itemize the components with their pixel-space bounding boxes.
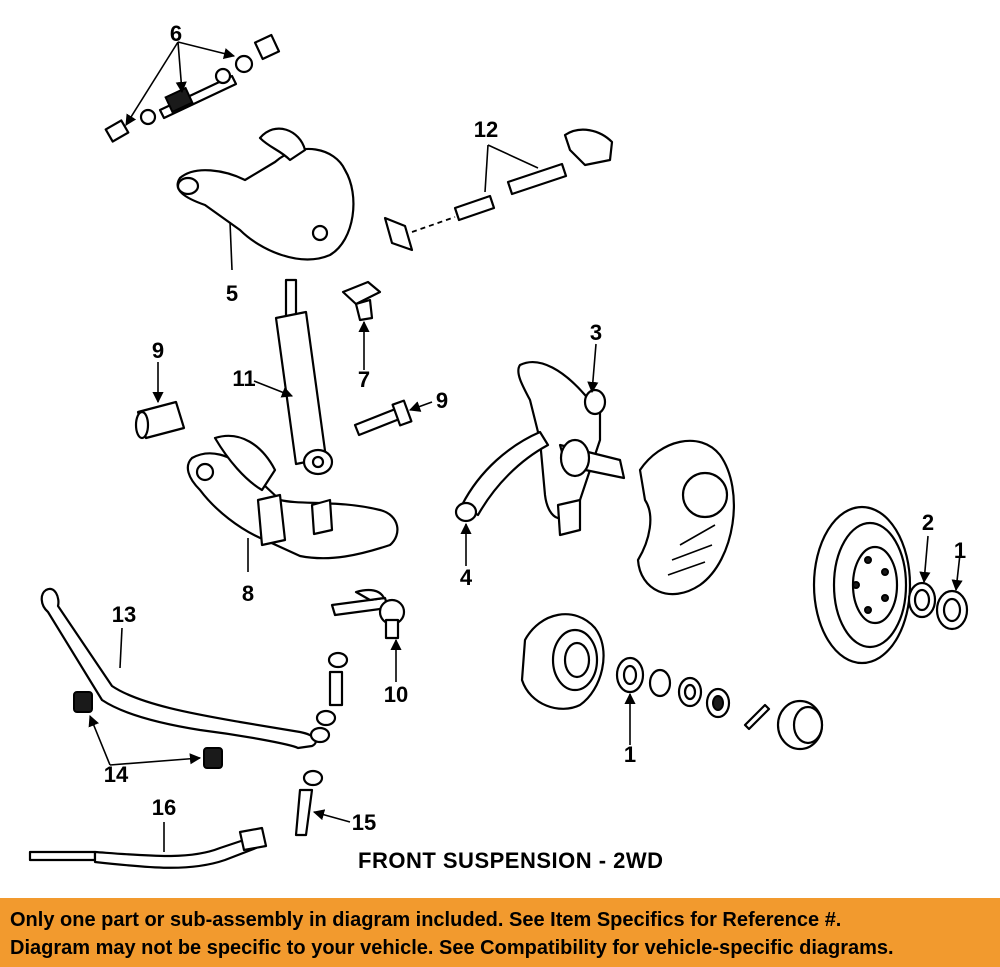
nut-lock-part bbox=[705, 687, 731, 719]
dust-shield-part bbox=[636, 439, 735, 596]
callout-10: 10 bbox=[383, 682, 409, 707]
disclaimer-banner: Only one part or sub-assembly in diagram… bbox=[0, 898, 1000, 967]
steering-knuckle-part bbox=[517, 360, 626, 537]
stabilizer-bushing-part bbox=[73, 691, 223, 769]
callout-12: 12 bbox=[473, 117, 499, 142]
callout-5: 5 bbox=[225, 281, 239, 306]
diagram-title: FRONT SUSPENSION - 2WD bbox=[358, 848, 664, 873]
inner-bearing-part bbox=[615, 656, 645, 694]
callout-16: 16 bbox=[151, 795, 177, 820]
callout-leaders bbox=[125, 41, 963, 823]
callout-1-inner: 1 bbox=[623, 742, 637, 767]
steering-arm-part bbox=[454, 430, 550, 523]
callout-7: 7 bbox=[357, 367, 371, 392]
tension-rod-part bbox=[28, 822, 268, 869]
strut-rod-part bbox=[383, 128, 614, 252]
nut-part bbox=[677, 676, 703, 708]
callout-8: 8 bbox=[241, 581, 255, 606]
lower-arm-bolt-part bbox=[353, 399, 413, 437]
callout-4: 4 bbox=[459, 565, 473, 590]
outer-bearing-part bbox=[935, 589, 969, 631]
hub-part bbox=[520, 613, 605, 710]
parts-diagram bbox=[28, 33, 969, 869]
cotter-pin-part bbox=[743, 703, 771, 731]
disclaimer-line-2: Diagram may not be specific to your vehi… bbox=[10, 937, 894, 959]
callout-9-bolt: 9 bbox=[435, 388, 449, 413]
brake-rotor-part bbox=[812, 505, 912, 665]
callout-1-outer: 1 bbox=[953, 538, 967, 563]
tie-rod-end-part bbox=[330, 588, 406, 640]
shock-absorber-part bbox=[274, 278, 334, 476]
upper-control-arm-part bbox=[176, 127, 355, 271]
callout-11: 11 bbox=[232, 366, 256, 391]
upper-ball-joint-part bbox=[341, 280, 382, 322]
callout-15: 15 bbox=[351, 810, 377, 835]
callout-2: 2 bbox=[921, 510, 935, 535]
callout-13: 13 bbox=[111, 602, 137, 627]
stabilizer-bar-part bbox=[40, 587, 317, 750]
callout-3: 3 bbox=[589, 320, 603, 345]
stabilizer-link-part bbox=[294, 651, 349, 837]
callout-9-bushing: 9 bbox=[151, 338, 165, 363]
dust-cap-part bbox=[776, 699, 824, 751]
bushing-part bbox=[134, 400, 186, 440]
callout-14: 14 bbox=[103, 762, 129, 787]
washer-part bbox=[648, 668, 672, 698]
callout-6: 6 bbox=[169, 21, 183, 46]
disclaimer-line-1: Only one part or sub-assembly in diagram… bbox=[10, 909, 842, 931]
lower-control-arm-part bbox=[186, 434, 399, 572]
upper-arm-shaft-part bbox=[104, 33, 281, 143]
grease-seal-part bbox=[907, 581, 937, 619]
